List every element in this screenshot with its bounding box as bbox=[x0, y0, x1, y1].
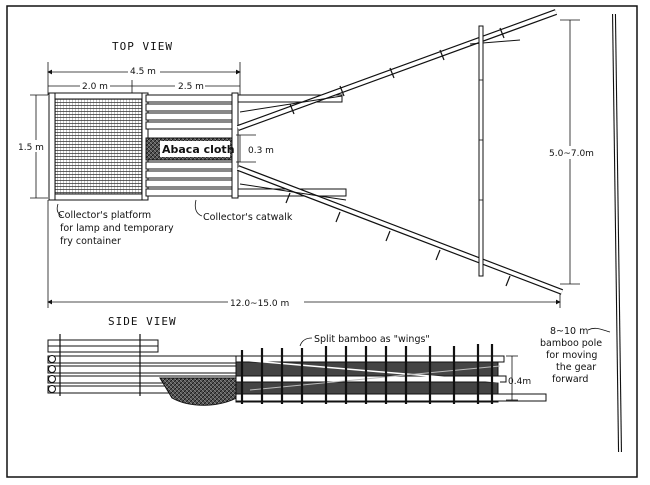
wings-leader bbox=[299, 337, 313, 347]
dim-height-label: 0.4m bbox=[508, 377, 531, 387]
abaca-cloth-label: Abaca cloth bbox=[162, 143, 235, 156]
pole-label-4: the gear bbox=[556, 362, 596, 373]
collectors-platform bbox=[54, 97, 144, 195]
dim-side-label: 1.5 m bbox=[18, 143, 44, 153]
wing-nodes bbox=[285, 27, 511, 287]
dim-span-label: 5.0~7.0m bbox=[549, 149, 594, 159]
dim-catwalk-label: 2.5 m bbox=[178, 82, 204, 92]
dim-gap-label: 0.3 m bbox=[248, 146, 274, 156]
dim-platform-label: 2.0 m bbox=[82, 82, 108, 92]
platform-label-3: fry container bbox=[60, 236, 121, 247]
wing-upper bbox=[236, 9, 558, 131]
pole-label-3: for moving bbox=[546, 350, 597, 361]
pole-label-5: forward bbox=[552, 374, 588, 385]
catwalk-leader bbox=[194, 199, 203, 217]
page-border bbox=[6, 5, 638, 478]
collectors-catwalk bbox=[145, 92, 347, 199]
side-view-title: SIDE VIEW bbox=[108, 315, 177, 328]
side-vertical-stakes bbox=[240, 344, 494, 404]
wing-lower bbox=[236, 165, 564, 295]
pole-label-2: bamboo pole bbox=[540, 338, 602, 349]
bamboo-pole bbox=[612, 13, 622, 453]
platform-leader bbox=[56, 203, 63, 217]
dim-length-label: 12.0~15.0 m bbox=[230, 299, 289, 309]
platform-label-2: for lamp and temporary bbox=[60, 223, 174, 234]
platform-label-1: Collector's platform bbox=[58, 210, 151, 221]
side-net bbox=[159, 377, 241, 406]
pole-leader bbox=[587, 327, 611, 333]
dimension-height bbox=[506, 355, 518, 401]
top-view-title: TOP VIEW bbox=[112, 40, 173, 53]
pole-label-1: 8~10 m bbox=[550, 326, 588, 337]
catwalk-label: Collector's catwalk bbox=[203, 212, 293, 223]
dimension-gap bbox=[236, 134, 256, 163]
cross-bamboo bbox=[478, 25, 484, 277]
dim-total-width-label: 4.5 m bbox=[130, 67, 156, 77]
wings-label: Split bamboo as "wings" bbox=[314, 334, 430, 345]
